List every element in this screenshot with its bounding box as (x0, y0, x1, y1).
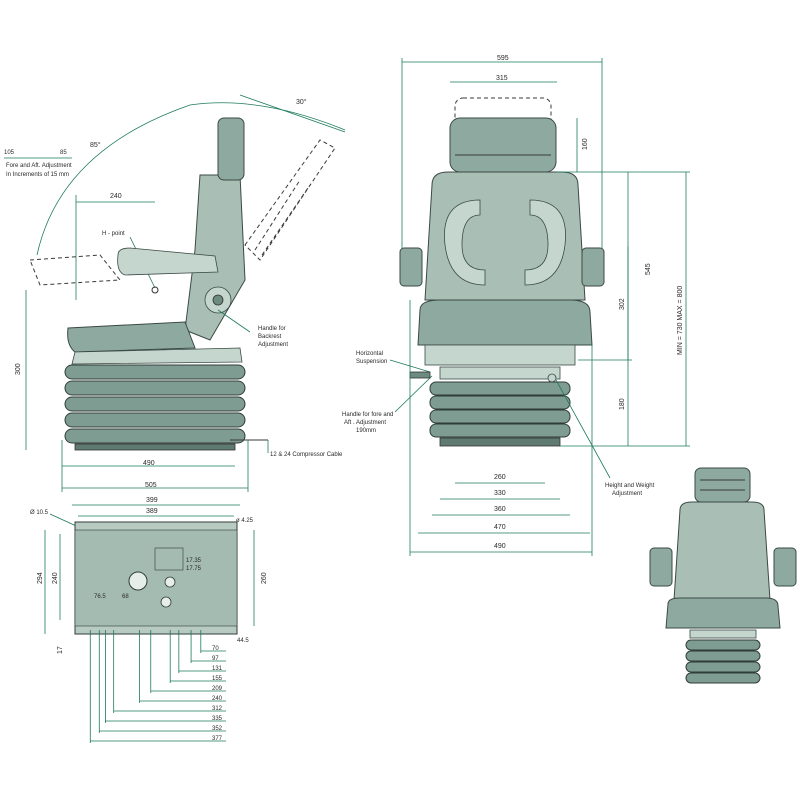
side-headrest (217, 117, 245, 181)
dim-294-label: 294 (37, 572, 44, 584)
bottom-dim-label: 209 (212, 686, 223, 692)
recline-arc (36, 102, 346, 256)
handle-backrest-1: Handle for (258, 326, 286, 332)
base-plan-bottom-dims: 70 97 131 155 209 240 312 335 352 377 (89, 630, 226, 743)
bottom-dim-label: 312 (212, 706, 223, 712)
dim-399-label: 399 (146, 497, 158, 504)
thumb-backrest (673, 501, 771, 601)
side-bellows (64, 364, 246, 444)
dim-315-label: 315 (496, 75, 508, 82)
side-view: 30° 85° 105 85 Fore and Aft. Adjustment … (4, 94, 346, 492)
bottom-dim-label: 70 (212, 646, 219, 652)
fore-aft-85: 85 (60, 150, 67, 156)
dashed-armrest (29, 254, 121, 286)
dim-470-label: 470 (494, 524, 506, 531)
fore-aft-sub: In Increments of 15 mm (6, 172, 69, 178)
front-headrest (449, 117, 557, 173)
horizontal-1: Horizontal (356, 351, 383, 357)
hw-1: Height and Weight (605, 483, 655, 489)
thumbnail-seat (649, 467, 797, 684)
right-bolster-pattern (524, 199, 566, 286)
horizontal-2: Suspension (356, 359, 387, 365)
front-view: 595 315 160 545 30 (342, 55, 690, 556)
angle-top-label: 30° (296, 98, 307, 106)
dim-160-label: 160 (582, 138, 589, 150)
dim-765-label: 76.5 (94, 594, 106, 600)
dim-240v-label: 240 (52, 572, 59, 584)
dim-260-label: 260 (494, 474, 506, 481)
handle-fa-2: Aft . Adjustment (344, 420, 386, 426)
handle-fa-1: Handle for fore and (342, 412, 393, 418)
front-left-armrest (399, 247, 423, 287)
dim-595-label: 595 (497, 55, 509, 62)
side-base-frame (71, 347, 243, 365)
front-base-plate (439, 437, 561, 447)
handle-fa-3: 190mm (356, 428, 376, 434)
compressor-cable-label: 12 & 24 Compressor Cable (270, 452, 343, 458)
front-bellows (429, 381, 571, 438)
dim-545-label: 545 (645, 263, 652, 275)
thumb-left-armrest (649, 547, 673, 587)
dim-260v-label: 260 (261, 572, 268, 584)
center-hole (128, 571, 148, 591)
bottom-dim-label: 377 (212, 736, 223, 742)
dim-490-label: 490 (143, 460, 155, 467)
side-armrest (117, 247, 219, 276)
fore-aft-title: Fore and Aft. Adjustment (6, 163, 72, 169)
dim-330-label: 330 (494, 490, 506, 497)
side-bottom-plate (74, 443, 236, 451)
angle-left-label: 85° (90, 141, 101, 149)
bottom-dim-label: 335 (212, 716, 223, 722)
thumb-headrest (694, 467, 751, 503)
handle-backrest-2: Backrest (258, 334, 282, 340)
dim-1735-label: 17.35 (186, 558, 202, 564)
dim-490f-label: 490 (494, 543, 506, 550)
dim-505-label: 505 (145, 482, 157, 489)
left-bolster-pattern (444, 199, 486, 286)
min-max-label: MIN = 730 MAX = 800 (677, 286, 684, 355)
dim-302-label: 302 (619, 298, 626, 310)
bottom-dim-label: 97 (212, 656, 219, 662)
fore-aft-105: 105 (4, 150, 15, 156)
handle-backrest-3: Adjustment (258, 342, 288, 348)
bottom-dim-label: 131 (212, 666, 223, 672)
h-point-marker (151, 286, 159, 294)
dim-360-label: 360 (494, 506, 506, 513)
front-cushion (417, 299, 593, 346)
h-point-label: H - point (102, 231, 125, 237)
thumb-cushion (665, 597, 781, 629)
dim-17-label: 17 (57, 646, 64, 654)
base-plan: 399 389 Ø 10.5 ø 4.25 17.35 17.75 76.5 6… (30, 497, 268, 654)
recline-arc-top (239, 94, 346, 133)
front-suspension-frame (424, 344, 576, 366)
dim-180-label: 180 (619, 398, 626, 410)
dim-68-label: 68 (122, 594, 129, 600)
dim-240-label: 240 (110, 193, 122, 200)
side-cushion (67, 321, 196, 353)
dim-389-label: 389 (146, 508, 158, 515)
dia-105-label: Ø 10.5 (30, 510, 49, 516)
dim-1775-label: 17.75 (186, 566, 202, 572)
bottom-dim-label: 155 (212, 676, 223, 682)
front-slide-rail (439, 366, 561, 380)
thumb-right-armrest (773, 547, 797, 587)
dim-300-label: 300 (15, 363, 22, 375)
dia-425-label: ø 4.25 (236, 518, 254, 524)
fore-aft-handle (409, 371, 431, 379)
dashed-backrest (244, 139, 336, 261)
hw-2: Adjustment (612, 491, 642, 497)
thumb-bellows (685, 639, 761, 651)
bottom-dim-label: 240 (212, 696, 223, 702)
dim-445-label: 44.5 (237, 638, 249, 644)
hw-knob (547, 373, 557, 383)
bottom-dim-label: 352 (212, 726, 223, 732)
front-right-armrest (581, 247, 605, 287)
